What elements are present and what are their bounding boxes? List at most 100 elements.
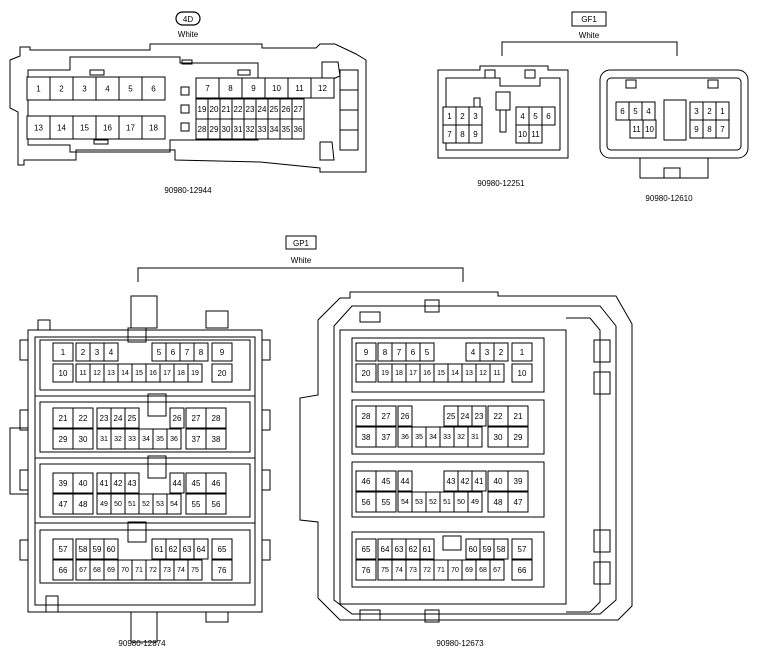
pin-number-25: 25 [128,414,137,423]
pin-number-34: 34 [429,434,437,441]
pin-cavity-45 [375,470,397,492]
pin-number-72: 72 [149,567,157,574]
pin-number-22: 22 [79,414,88,423]
pin-number-1: 1 [36,85,41,94]
pin-number-17: 17 [409,370,417,377]
pin-number-10: 10 [59,369,68,378]
pin-number-66: 66 [518,566,527,575]
pin-number-20: 20 [362,369,371,378]
pin-number-50: 50 [457,499,465,506]
pin-number-34: 34 [270,125,279,134]
pin-number-14: 14 [121,370,129,377]
pin-cavity-58 [493,538,509,560]
pin-number-3: 3 [82,85,87,94]
pin-cavity-54 [166,493,182,515]
pin-number-7: 7 [397,348,402,357]
pin-number-8: 8 [460,130,465,139]
pin-number-41: 41 [100,479,109,488]
pin-number-37: 37 [382,433,391,442]
pin-number-33: 33 [258,125,267,134]
pin-number-46: 46 [362,477,371,486]
pin-cavity-26 [397,405,413,427]
pin-number-23: 23 [246,105,255,114]
svg-text:GP1: GP1 [293,239,310,248]
pin-number-11: 11 [295,84,304,93]
pin-number-38: 38 [362,433,371,442]
pin-number-42: 42 [461,477,470,486]
pin-number-54: 54 [401,499,409,506]
pin-number-22: 22 [494,412,503,421]
pin-number-21: 21 [222,105,231,114]
connector-4d-body [9,43,367,173]
pin-number-9: 9 [364,348,369,357]
pin-number-31: 31 [471,434,479,441]
pin-cavity-4 [103,342,119,362]
pin-number-41: 41 [475,477,484,486]
pin-number-4: 4 [109,348,114,357]
pin-number-49: 49 [100,501,108,508]
pin-number-34: 34 [142,436,150,443]
pin-number-21: 21 [514,412,523,421]
pin-number-65: 65 [218,545,227,554]
pin-number-24: 24 [461,412,470,421]
pin-number-14: 14 [57,124,66,133]
pin-cavity-46 [205,472,227,494]
pin-number-2: 2 [81,348,86,357]
pin-number-57: 57 [518,545,527,554]
pin-number-36: 36 [401,434,409,441]
pin-number-72: 72 [423,567,431,574]
pin-number-26: 26 [282,105,291,114]
pin-number-73: 73 [409,567,417,574]
pin-number-5: 5 [128,85,133,94]
pin-number-46: 46 [212,479,221,488]
pin-number-28: 28 [212,414,221,423]
pin-number-7: 7 [720,125,725,134]
pin-number-1: 1 [447,112,452,121]
pin-number-12: 12 [318,84,327,93]
pin-number-21: 21 [59,414,68,423]
pin-number-60: 60 [107,545,116,554]
pin-number-60: 60 [469,545,478,554]
connector-gf1-header: GF1 White [501,11,678,56]
connector-gp1-a-part-number: 90980-12874 [118,639,166,648]
pin-cavity-57 [511,538,533,560]
pin-cavity-7 [715,119,730,139]
pin-number-5: 5 [157,348,162,357]
pin-number-12: 12 [479,370,487,377]
pin-cavity-44 [169,472,185,494]
pin-number-26: 26 [401,412,410,421]
pin-number-76: 76 [218,566,227,575]
pin-number-4: 4 [471,348,476,357]
pin-number-39: 39 [59,479,68,488]
pin-number-64: 64 [197,545,206,554]
pin-cavity-5 [419,342,435,362]
pin-cavity-27 [375,405,397,427]
pin-number-47: 47 [514,498,523,507]
pin-cavity-64 [193,538,209,560]
pin-cavity-60 [103,538,119,560]
pin-number-36: 36 [294,125,303,134]
pin-number-40: 40 [79,479,88,488]
pin-number-32: 32 [457,434,465,441]
pin-number-56: 56 [362,498,371,507]
pin-number-54: 54 [170,501,178,508]
pin-cavity-47 [507,491,529,513]
pin-number-42: 42 [114,479,123,488]
pin-cavity-61 [419,538,435,560]
pin-number-68: 68 [479,567,487,574]
pin-number-74: 74 [395,567,403,574]
pin-cavity-36 [291,118,305,140]
connector-gp1-a-body [9,295,271,643]
connector-gf1-a-body [437,65,569,159]
pin-number-33: 33 [443,434,451,441]
pin-cavity-43 [124,472,140,494]
pin-number-75: 75 [191,567,199,574]
pin-number-35: 35 [415,434,423,441]
pin-number-13: 13 [34,124,43,133]
pin-number-67: 67 [493,567,501,574]
pin-number-45: 45 [382,477,391,486]
pin-cavity-38 [205,428,227,450]
pin-number-8: 8 [228,84,233,93]
pin-number-35: 35 [156,436,164,443]
